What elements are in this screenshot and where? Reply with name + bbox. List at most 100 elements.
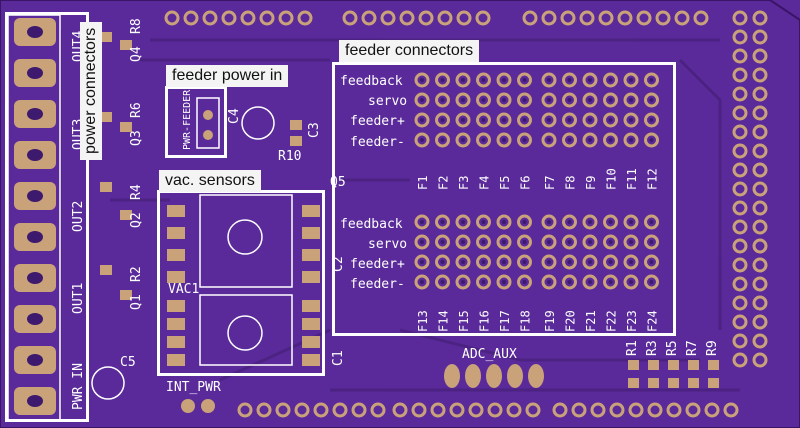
feeder-pin-hole [440, 78, 445, 82]
r8-label: R8 [129, 18, 144, 34]
header-pin [411, 402, 427, 418]
feeder-pin-hole [440, 280, 445, 284]
terminal-hole [27, 190, 43, 202]
feeder-pin [476, 132, 491, 148]
feeder-power-frame [165, 86, 227, 158]
feeder-pin-hole [420, 118, 424, 122]
header-pin [752, 257, 768, 273]
feeder-pin-hole [649, 260, 654, 264]
header-pin [475, 10, 491, 26]
adc-aux-label: ADC_AUX [462, 347, 517, 362]
feeder-pin-hole [567, 98, 572, 102]
header-pin [732, 257, 748, 273]
header-pin [221, 10, 237, 26]
feeder-pin-hole [547, 78, 551, 82]
feeder-pin-hole [461, 138, 465, 142]
vac-sensors-frame [157, 190, 325, 376]
feeder-pin-hole [608, 118, 613, 122]
feeder-pin [603, 92, 618, 108]
feeder-pin [476, 72, 491, 88]
r6-label: R6 [129, 102, 144, 118]
feeder-pin [476, 214, 491, 230]
feeder-pin [541, 214, 557, 230]
c4-capacitor-outline [241, 106, 275, 140]
header-pin [313, 402, 329, 418]
terminal-hole [27, 354, 43, 366]
vac-pad [167, 271, 185, 283]
header-pin [752, 200, 768, 216]
feeder-pin [455, 214, 471, 230]
header-pin [628, 402, 644, 418]
header-pin [525, 402, 541, 418]
feeder-pin-hole [567, 138, 572, 142]
header-pin [732, 295, 748, 311]
vac-pad [302, 336, 320, 348]
feeder-pin [517, 254, 532, 270]
feeder-pin-hole [481, 240, 486, 244]
pwr-in-label: PWR IN [71, 363, 86, 410]
feeder-pin [623, 274, 639, 290]
feeder-pin [562, 112, 577, 128]
feeder-pin-hole [440, 220, 445, 224]
header-pin [380, 10, 396, 26]
header-pin [732, 105, 748, 121]
header-pin [732, 29, 748, 45]
terminal-hole [27, 108, 43, 120]
feeder-pin-hole [522, 118, 527, 122]
feeder-pin-hole [481, 78, 486, 82]
feeder-pin-hole [649, 98, 654, 102]
feeder-pin [517, 132, 532, 148]
header-pin [752, 295, 768, 311]
resistor-pad [648, 378, 659, 388]
c4-label: C4 [227, 108, 242, 124]
feeder-pin-hole [440, 118, 445, 122]
feeder-pin-hole [629, 118, 633, 122]
int-pwr-label: INT_PWR [166, 380, 221, 395]
feeder-pin-hole [420, 240, 424, 244]
header-pin [732, 67, 748, 83]
feeder-pin [562, 254, 577, 270]
feeder-pin-hole [440, 260, 445, 264]
feeder-pin [582, 92, 598, 108]
out2-label: OUT2 [71, 201, 86, 232]
feeder-pin [476, 234, 491, 250]
feeder-pin-hole [481, 118, 486, 122]
row-label-feeder-minus-top: feeder- [350, 135, 405, 150]
vac-pad [302, 227, 320, 239]
feeder-pin [414, 72, 430, 88]
feeder-pin-hole [567, 118, 572, 122]
header-pin [361, 10, 377, 26]
header-pin [732, 352, 748, 368]
feeder-pin-hole [522, 98, 527, 102]
header-pin [752, 238, 768, 254]
feeder-pin [455, 132, 471, 148]
header-pin [752, 162, 768, 178]
header-pin [732, 314, 748, 330]
header-pin [636, 10, 652, 26]
smd-pad [100, 112, 112, 122]
feeder-pin [435, 112, 450, 128]
resistor-pad [628, 378, 639, 388]
feeder-pin [562, 234, 577, 250]
feeder-pin [623, 92, 639, 108]
feeder-label: F19 [543, 310, 557, 332]
resistor-pad [648, 360, 659, 370]
terminal-hole [27, 313, 43, 325]
q2-label: Q2 [129, 212, 144, 228]
feeder-pin [582, 274, 598, 290]
feeder-label: F18 [519, 310, 533, 332]
feeder-pin [603, 254, 618, 270]
feeder-pin-hole [522, 78, 527, 82]
vac-sensors-callout: vac. sensors [159, 170, 261, 192]
feeder-pin [517, 234, 532, 250]
feeder-pin-hole [588, 260, 592, 264]
feeder-pin [541, 254, 557, 270]
feeder-pin-hole [588, 138, 592, 142]
feeder-pin-hole [461, 280, 465, 284]
feeder-pin [435, 92, 450, 108]
header-pin [752, 143, 768, 159]
c5-label: C5 [120, 355, 136, 370]
header-pin [752, 352, 768, 368]
r7-label: R7 [685, 340, 700, 356]
